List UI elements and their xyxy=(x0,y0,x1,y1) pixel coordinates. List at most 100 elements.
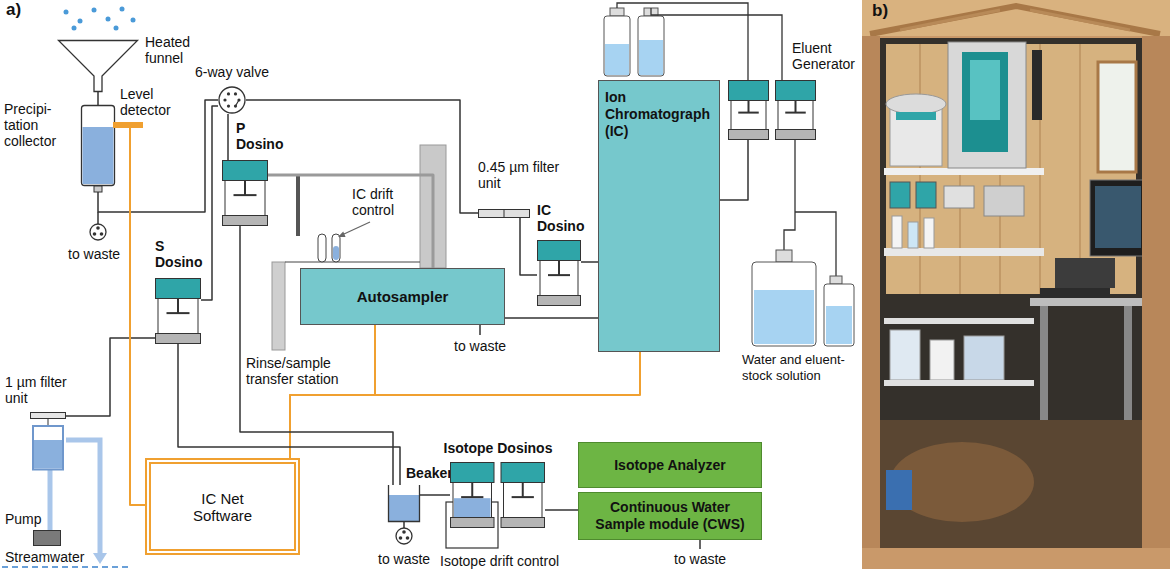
p-dosino-shape xyxy=(234,194,257,196)
peristaltic-pump xyxy=(90,224,106,240)
p-dosino: P Dosino xyxy=(222,160,268,226)
filter-unit-shape xyxy=(33,426,63,470)
s-dosino-shape xyxy=(167,312,190,314)
eluent-generator-shape xyxy=(776,130,816,140)
waste-line xyxy=(699,540,701,549)
eluent-generator-shape xyxy=(729,130,769,140)
photo-panel xyxy=(890,104,942,166)
outlet-note: to waste xyxy=(674,551,726,567)
ic-dosino-shape xyxy=(538,241,581,261)
node-label-block: 1 µm filter unit xyxy=(5,374,67,406)
node-label: Heated funnel xyxy=(145,34,207,66)
stock-bottle xyxy=(830,276,842,284)
p-dosino-shape xyxy=(223,161,268,181)
eluent-generator-shape xyxy=(738,112,759,114)
sampler-needle xyxy=(298,175,299,236)
heated-funnel-shape xyxy=(59,41,138,92)
tube-line xyxy=(505,317,598,319)
stock-bottle xyxy=(752,262,816,346)
node-label-block: Isotope Dosinos xyxy=(436,440,560,456)
photo-panel xyxy=(1040,288,1110,298)
box-title: Autosampler xyxy=(357,288,449,305)
level-detector-shape xyxy=(113,122,143,128)
isotope-dosinos-shape xyxy=(512,496,534,498)
ic-dosino-shape xyxy=(540,261,578,296)
eluent-generator: Eluent Generator xyxy=(728,80,816,140)
eluent-bottle xyxy=(639,40,663,75)
precipitation-collector-shape xyxy=(82,106,115,186)
isotope-dosinos-shape xyxy=(471,483,473,497)
photo-panel xyxy=(884,248,1044,256)
eluent-generator-shape xyxy=(748,101,750,113)
peristaltic-pump xyxy=(399,536,403,540)
photo-panel xyxy=(886,94,946,114)
stock-bottle xyxy=(776,250,792,262)
eluent-generator-shape xyxy=(785,112,806,114)
beaker-shape xyxy=(388,485,420,522)
rain-drops xyxy=(64,7,136,31)
beaker: Beaker xyxy=(388,485,420,522)
sampler-needle xyxy=(296,175,300,236)
filter-unit-shape xyxy=(31,413,66,419)
photo-panel xyxy=(1055,258,1115,288)
peristaltic-pump xyxy=(100,232,104,236)
p-dosino-shape xyxy=(244,181,246,195)
box-text-block: IC Net Software xyxy=(184,490,262,524)
six-way-valve-shape xyxy=(234,92,237,95)
photo-panel xyxy=(948,42,1026,168)
stock-bottle xyxy=(826,306,852,344)
isotope-dosinos-shape xyxy=(450,462,545,528)
panel-letter: a) xyxy=(6,2,21,18)
photo-panel xyxy=(930,340,954,380)
ic-dosino-shape xyxy=(558,261,560,275)
box-text-block: Ion Chromatograph (IC) xyxy=(605,89,713,140)
photo-panel xyxy=(984,186,1024,216)
six-way-valve-shape xyxy=(219,87,245,113)
photo-panel xyxy=(896,112,936,120)
pump: Pump xyxy=(33,530,61,546)
heated-funnel-shape xyxy=(58,40,138,92)
node-label-block: S Dosino xyxy=(155,238,207,270)
rinse-station xyxy=(285,262,420,263)
rain-drops xyxy=(106,17,111,22)
photo-panel xyxy=(908,222,918,248)
stream-return-pipe xyxy=(93,553,107,564)
tube-line xyxy=(545,509,578,511)
peristaltic-pump xyxy=(96,226,100,230)
isotope-dosinos-shape xyxy=(451,463,495,483)
tube-line xyxy=(581,261,598,263)
eluent-generator-shape xyxy=(778,101,813,130)
photo-panel xyxy=(1098,62,1136,172)
tube-line xyxy=(520,218,537,275)
s-dosino-shape xyxy=(158,299,198,334)
photo-panel xyxy=(870,6,1160,34)
tubing xyxy=(651,8,782,80)
isotope-dosinos-shape xyxy=(453,483,492,518)
water-pipe xyxy=(48,470,53,530)
isotope-dosinos-shape xyxy=(454,498,491,517)
six-way-valve-shape xyxy=(236,100,240,106)
node-label-block: Level detector xyxy=(120,86,182,118)
s-dosino-shape xyxy=(155,278,201,344)
eluent-bottle xyxy=(604,8,664,76)
leader-line xyxy=(344,222,370,234)
six-way-valve-shape xyxy=(223,98,226,101)
tube-line xyxy=(201,106,218,300)
eluent-generator-shape xyxy=(728,80,816,140)
photo-panel xyxy=(880,38,1142,569)
node-label: 1 µm filter unit xyxy=(5,374,67,406)
leader-line xyxy=(338,232,346,238)
beaker-shape xyxy=(389,495,419,521)
stream-water xyxy=(2,567,130,568)
precipitation-collector: Precipi- tation collector xyxy=(81,105,115,192)
six-way-valve: 6-way valve xyxy=(218,86,246,114)
panel-letter: b) xyxy=(872,3,888,19)
isotope-dosinos-shape xyxy=(501,463,545,483)
ic-dosino-shape xyxy=(538,296,581,306)
eluent-generator-shape xyxy=(795,101,797,113)
ic-dosino-shape xyxy=(548,274,570,276)
photo-panel xyxy=(890,330,920,380)
stock-bottle xyxy=(752,250,854,346)
node-label-block: P Dosino xyxy=(236,120,288,152)
drift-tubes xyxy=(333,246,339,260)
